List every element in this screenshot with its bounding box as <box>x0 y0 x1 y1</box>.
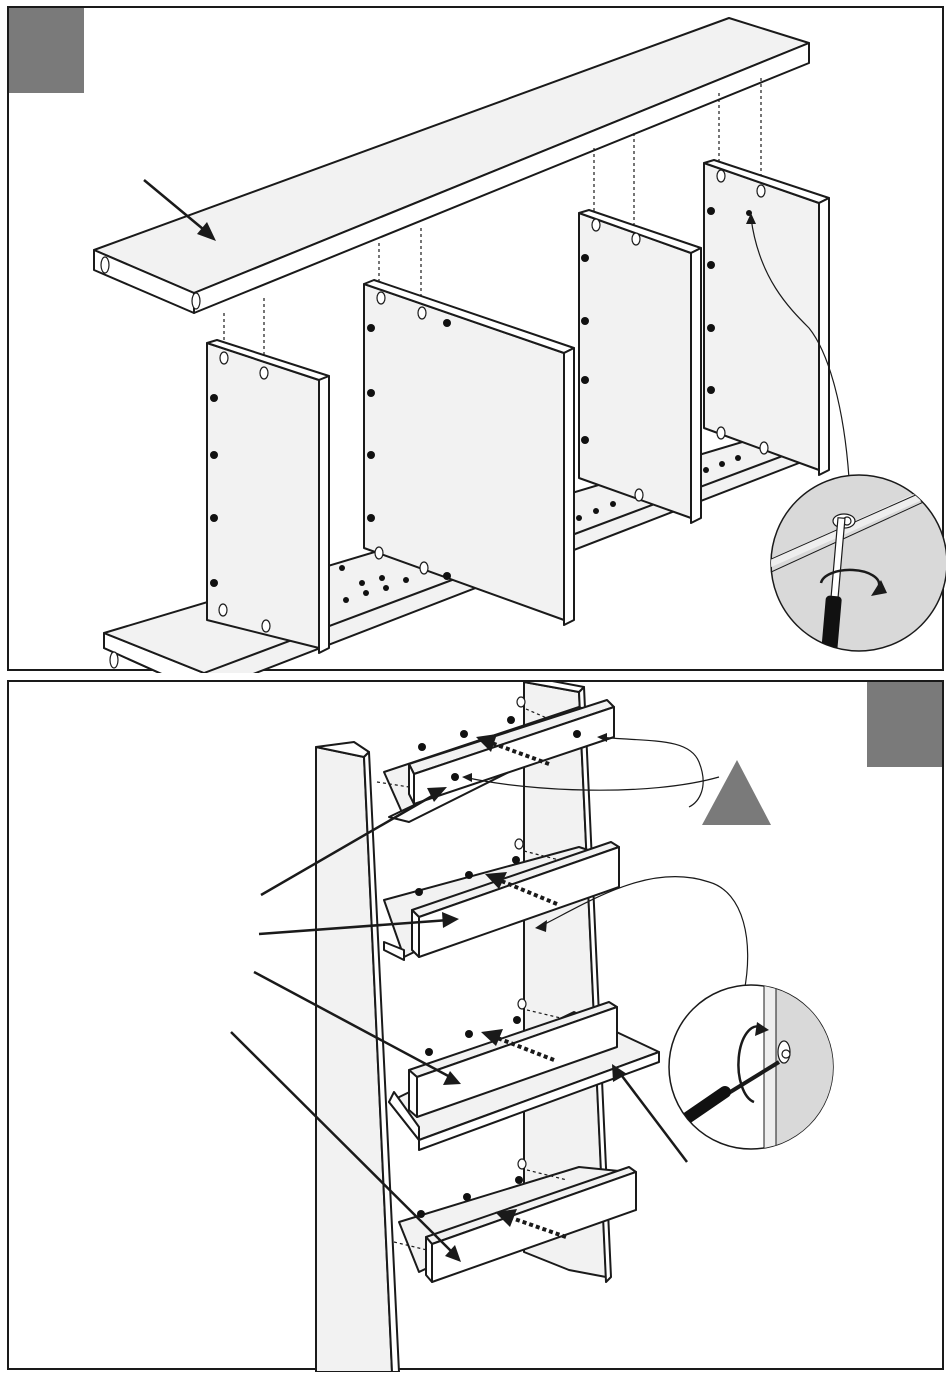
side-panel-left <box>207 340 329 653</box>
step-1-illustration <box>9 8 946 673</box>
warning-triangle-icon <box>702 760 771 825</box>
dowel-icon <box>192 293 200 309</box>
detail-circle-cam-lock-2 <box>669 982 846 1152</box>
divider-panel-right <box>579 210 701 523</box>
side-panel-right <box>704 160 829 475</box>
detail-circle-cam-lock <box>769 475 946 659</box>
step-2-illustration <box>9 682 946 1372</box>
step-1-panel <box>7 6 944 671</box>
side-panel-front <box>316 742 399 1372</box>
dowel-icon <box>110 652 118 668</box>
dowel-icon <box>101 257 109 273</box>
step-2-panel <box>7 680 944 1370</box>
